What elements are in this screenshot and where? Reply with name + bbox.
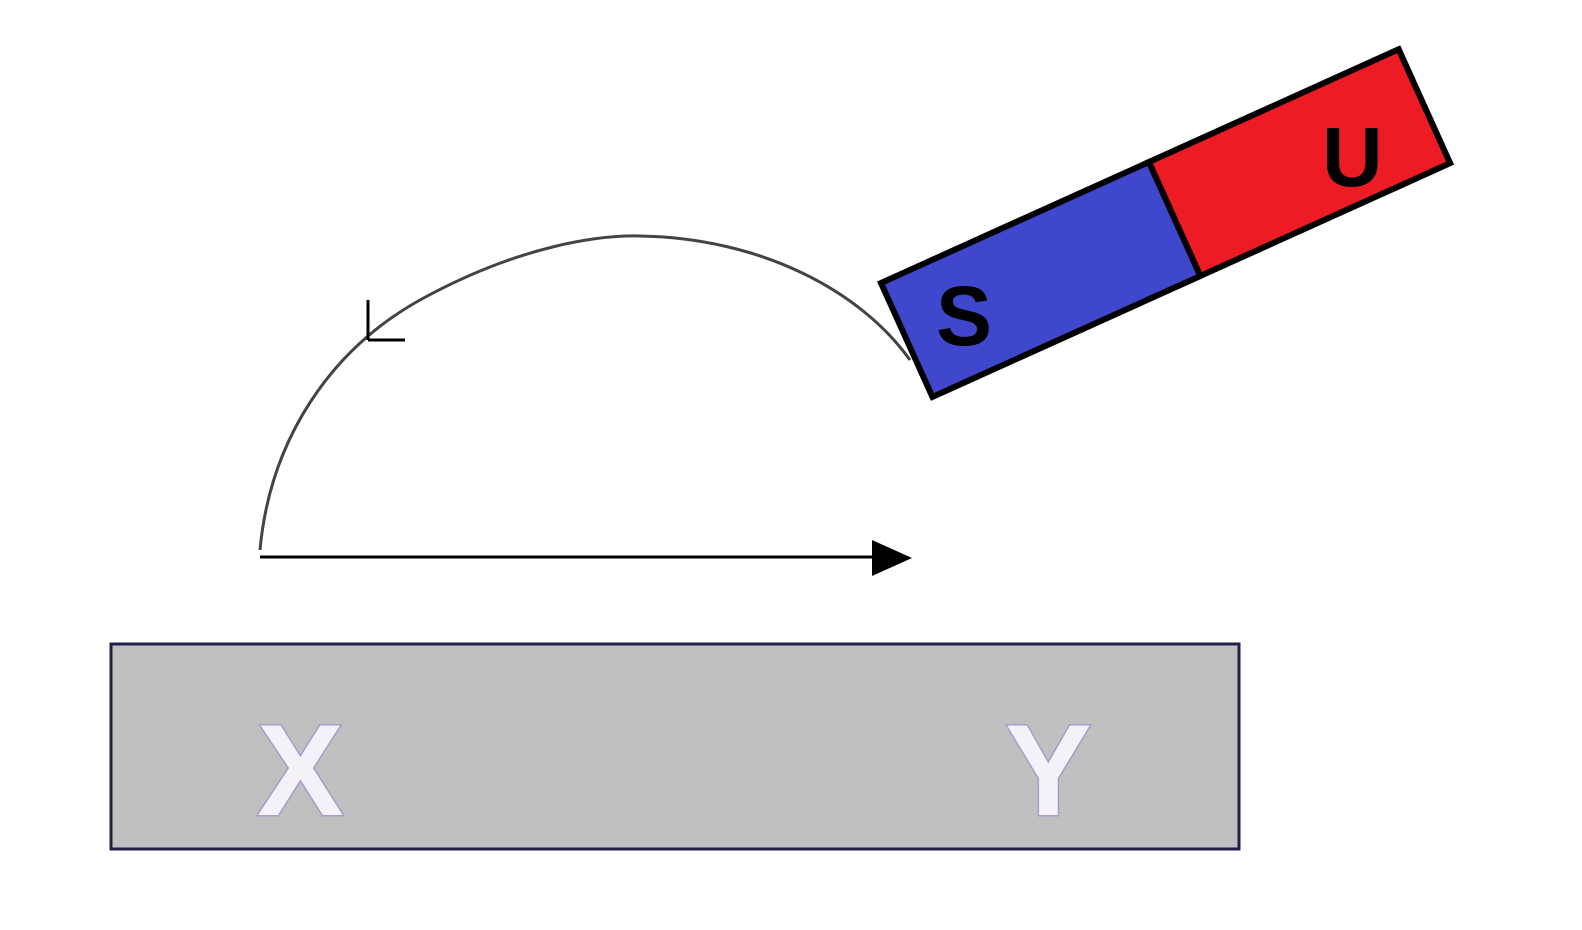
steel-bar bbox=[109, 642, 1241, 851]
return-arc-path bbox=[258, 234, 912, 551]
right-arrowhead-icon bbox=[872, 540, 912, 576]
arc-arrowhead-icon bbox=[366, 300, 405, 342]
magnet-north-pole bbox=[1144, 45, 1455, 280]
south-pole-label: S bbox=[936, 269, 992, 363]
north-pole-label: U bbox=[1322, 110, 1383, 204]
bar-end-label-y: Y bbox=[1005, 697, 1092, 843]
bar-magnet bbox=[877, 45, 1455, 401]
magnet-south-pole bbox=[877, 158, 1205, 401]
bar-end-label-x: X bbox=[257, 697, 344, 843]
